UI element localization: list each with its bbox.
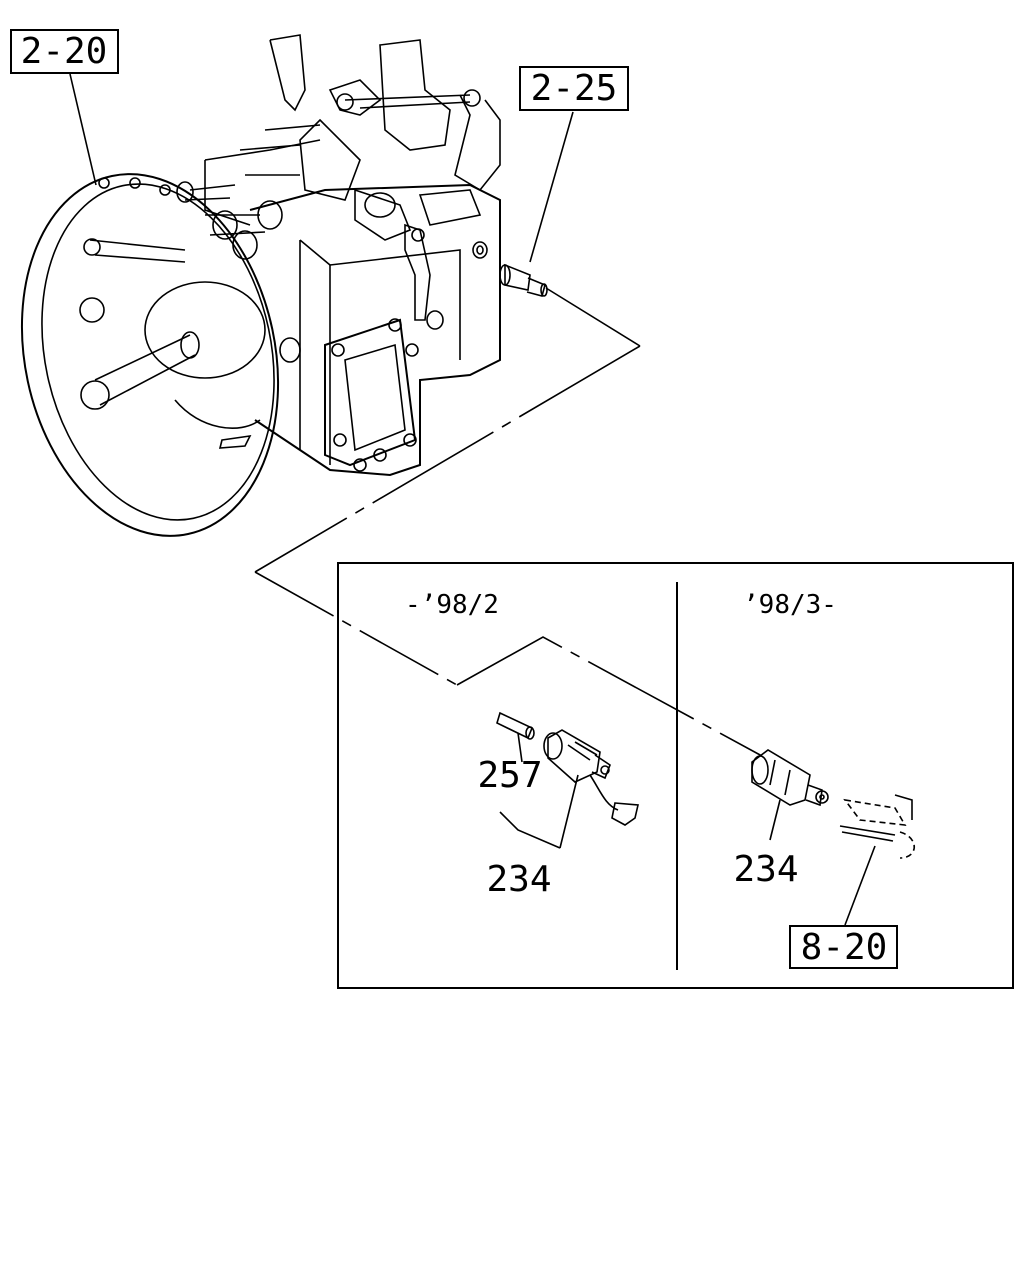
ref-box-2-20[interactable] xyxy=(10,29,119,74)
part-number-234-left: 234 xyxy=(486,859,551,900)
ref-label-8-20[interactable]: 8-20 xyxy=(801,927,888,968)
bell-housing-outer xyxy=(20,173,280,537)
transmission-illustration xyxy=(20,34,501,537)
left-panel-label: -’98/2 xyxy=(405,590,499,620)
switch-right xyxy=(751,749,829,841)
leader-2-25 xyxy=(529,111,574,263)
leader-2-20 xyxy=(69,73,97,186)
main-case xyxy=(249,183,501,477)
switch-on-case xyxy=(499,263,548,297)
ref-label-2-20[interactable]: 2-20 xyxy=(21,31,108,72)
shift-linkage xyxy=(269,34,306,112)
part-number-234-right: 234 xyxy=(733,849,798,890)
part-number-257: 257 xyxy=(477,755,542,796)
bracket-8-20 xyxy=(839,794,916,926)
output-shaft xyxy=(94,334,196,406)
connection-line xyxy=(545,287,641,347)
ref-label-2-25[interactable]: 2-25 xyxy=(531,68,618,109)
switch-left xyxy=(499,729,639,849)
bell-housing-inner xyxy=(41,183,275,521)
cover-plate xyxy=(324,318,417,467)
detail-box xyxy=(337,562,1014,989)
ref-box-8-20[interactable] xyxy=(789,925,898,969)
switch-port xyxy=(472,241,488,259)
right-panel-label: ’98/3- xyxy=(743,590,837,620)
ref-box-2-25[interactable] xyxy=(519,66,629,111)
pin-257 xyxy=(496,711,535,763)
input-shaft xyxy=(89,239,186,263)
